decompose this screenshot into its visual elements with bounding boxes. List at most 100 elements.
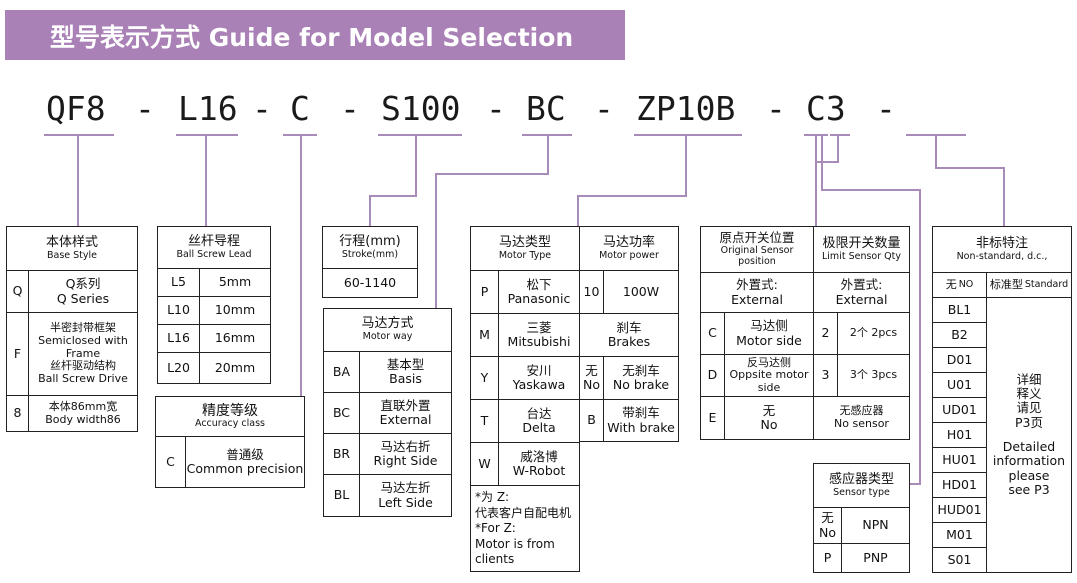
- code-cell: 3: [814, 355, 838, 397]
- code-cell: D: [701, 355, 725, 397]
- underline: [830, 134, 850, 136]
- code-cell: M: [471, 314, 499, 357]
- code-cell: L5: [158, 269, 200, 297]
- underline: [378, 134, 462, 136]
- code-cell: U01: [933, 373, 987, 398]
- value-cell: 16mm: [200, 325, 270, 353]
- sub-header: 外置式:External: [701, 273, 813, 313]
- value-cell: 2个 2pcs: [838, 313, 909, 355]
- code-cell: BL: [324, 475, 360, 516]
- table-header: 行程(mm)Stroke(mm): [323, 227, 417, 269]
- code-dash: -: [766, 89, 786, 128]
- title-banner: 型号表示方式 Guide for Model Selection: [5, 10, 625, 60]
- code-cell: Y: [471, 357, 499, 400]
- value-cell: 60-1140: [343, 274, 397, 290]
- code-cell: C: [156, 437, 186, 487]
- value-cell: 10mm: [200, 297, 270, 325]
- code-cell: D01: [933, 348, 987, 373]
- value-cell: 20mm: [214, 359, 256, 375]
- code-cell: 2: [814, 313, 838, 355]
- code-cell: 8: [7, 396, 29, 431]
- code-cell: C: [701, 313, 725, 355]
- code-cell: P: [814, 544, 842, 572]
- code-cell: M01: [933, 523, 987, 548]
- code-cell: T: [471, 400, 499, 443]
- code-sensor: C3: [806, 89, 846, 128]
- code-accuracy: C: [290, 89, 310, 128]
- code-dash: -: [594, 89, 614, 128]
- underline: [634, 134, 742, 136]
- code-cell: H01: [933, 423, 987, 448]
- code-cell: HD01: [933, 473, 987, 498]
- code-cell: W: [471, 443, 499, 486]
- code-cell: L20: [158, 353, 200, 383]
- code-dash: -: [252, 89, 272, 128]
- code-cell: BA: [324, 352, 360, 393]
- code-dash: -: [135, 89, 155, 128]
- code-dash: -: [486, 89, 506, 128]
- value-cell: PNP: [863, 549, 888, 565]
- code-motor: BC: [526, 89, 566, 128]
- code-base-style: QF8: [46, 89, 106, 128]
- value-cell: 5mm: [200, 269, 270, 297]
- code-cell: L10: [158, 297, 200, 325]
- code-dash: -: [340, 89, 360, 128]
- code-dash: -: [876, 89, 896, 128]
- code-lead: L16: [178, 89, 238, 128]
- table-header: 本体样式 Base Style: [7, 227, 137, 271]
- code-cell: HU01: [933, 448, 987, 473]
- code-cell: 10: [580, 271, 604, 314]
- value-cell: 3个 3pcs: [838, 355, 909, 397]
- page-title: 型号表示方式 Guide for Model Selection: [50, 23, 574, 52]
- code-cell: BR: [324, 434, 360, 475]
- value-cell: NPN: [842, 508, 909, 544]
- code-cell: E: [701, 397, 725, 439]
- code-cell: HUD01: [933, 498, 987, 523]
- stroke-table: 行程(mm)Stroke(mm) 60-1140: [322, 226, 418, 298]
- code-cell: L16: [158, 325, 200, 353]
- code-cell: B2: [933, 323, 987, 348]
- code-cell: Q: [7, 271, 29, 313]
- code-cell: BC: [324, 393, 360, 434]
- code-stroke: S100: [381, 89, 461, 128]
